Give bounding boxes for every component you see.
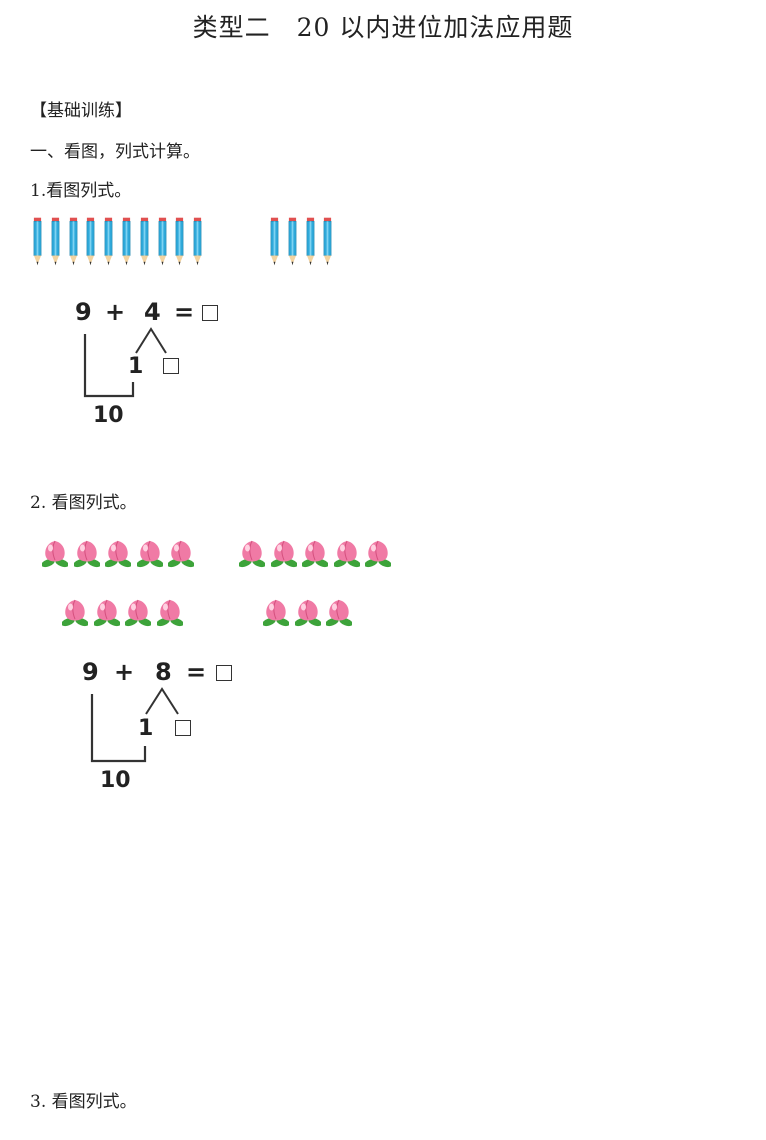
q2-label: 2. 看图列式。	[30, 493, 137, 513]
q1-plus-sign: +	[105, 298, 126, 326]
q1-decomposition-lines	[83, 327, 167, 398]
peach-icon	[294, 599, 321, 627]
peach-icon	[365, 540, 391, 568]
peach-icon	[263, 599, 289, 627]
peach-icon	[125, 599, 151, 627]
section-label: 【基础训练】	[30, 101, 132, 121]
pencil-icon	[69, 217, 77, 266]
pencil-icon	[158, 217, 166, 266]
peach-icon	[156, 599, 183, 627]
q1-split-box[interactable]	[163, 358, 179, 374]
peach-group-row1-right	[239, 538, 397, 568]
peach-icon	[168, 540, 194, 568]
q2-diagram: 9 + 8 = 1 10	[82, 660, 252, 800]
q1-ten: 10	[93, 403, 124, 428]
q2-addend-a: 9	[82, 658, 99, 686]
peach-icon	[333, 540, 360, 568]
pencil-icon	[87, 217, 95, 266]
pencil-icon	[288, 217, 297, 266]
q1-answer-box[interactable]	[202, 305, 218, 321]
pencil-icon	[51, 217, 60, 266]
title-part2: 20 以内进位加法应用题	[296, 13, 574, 42]
pencil-icon	[176, 217, 184, 266]
peach-icon	[105, 540, 131, 568]
peach-icon	[326, 599, 352, 627]
pencil-group-right	[270, 215, 341, 269]
q2-equals-sign: =	[186, 658, 207, 686]
pencil-icon	[193, 217, 202, 266]
q1-label: 1.看图列式。	[30, 181, 132, 201]
title-part1: 类型二	[192, 13, 271, 42]
peach-icon	[62, 599, 88, 627]
section-one-heading: 一、看图，列式计算。	[30, 142, 200, 162]
pencil-icon	[270, 217, 279, 266]
peach-icon	[73, 540, 100, 568]
q3-label: 3. 看图列式。	[30, 1092, 137, 1112]
peach-icon	[136, 540, 163, 568]
q1-addend-a: 9	[75, 298, 92, 326]
q2-ten: 10	[100, 768, 131, 793]
pencil-icon	[122, 217, 131, 266]
peach-icon	[302, 540, 328, 568]
q1-equals-sign: =	[174, 298, 195, 326]
peach-group-row2-left	[62, 597, 188, 627]
q1-diagram: 9 + 4 = 1 10	[75, 300, 235, 435]
peach-icon	[270, 540, 297, 568]
q2-plus-sign: +	[114, 658, 135, 686]
q2-answer-box[interactable]	[216, 665, 232, 681]
pencil-icon	[140, 217, 149, 266]
peach-icon	[239, 540, 265, 568]
q2-split-box[interactable]	[175, 720, 191, 736]
peach-icon	[42, 540, 68, 568]
q1-split-one: 1	[128, 354, 144, 379]
q2-decomposition-lines	[90, 687, 179, 763]
pencil-icon	[324, 217, 332, 266]
pencil-icon	[33, 217, 42, 266]
q1-addend-b: 4	[144, 298, 161, 326]
peach-icon	[93, 599, 120, 627]
peach-group-row1-left	[42, 538, 200, 568]
pencil-icon	[104, 217, 113, 266]
pencil-icon	[306, 217, 314, 266]
pencil-group-left	[33, 215, 211, 269]
q2-addend-b: 8	[155, 658, 172, 686]
page-title: 类型二 20 以内进位加法应用题	[0, 8, 766, 44]
q2-split-one: 1	[138, 716, 154, 741]
peach-group-row2-right	[263, 597, 358, 627]
